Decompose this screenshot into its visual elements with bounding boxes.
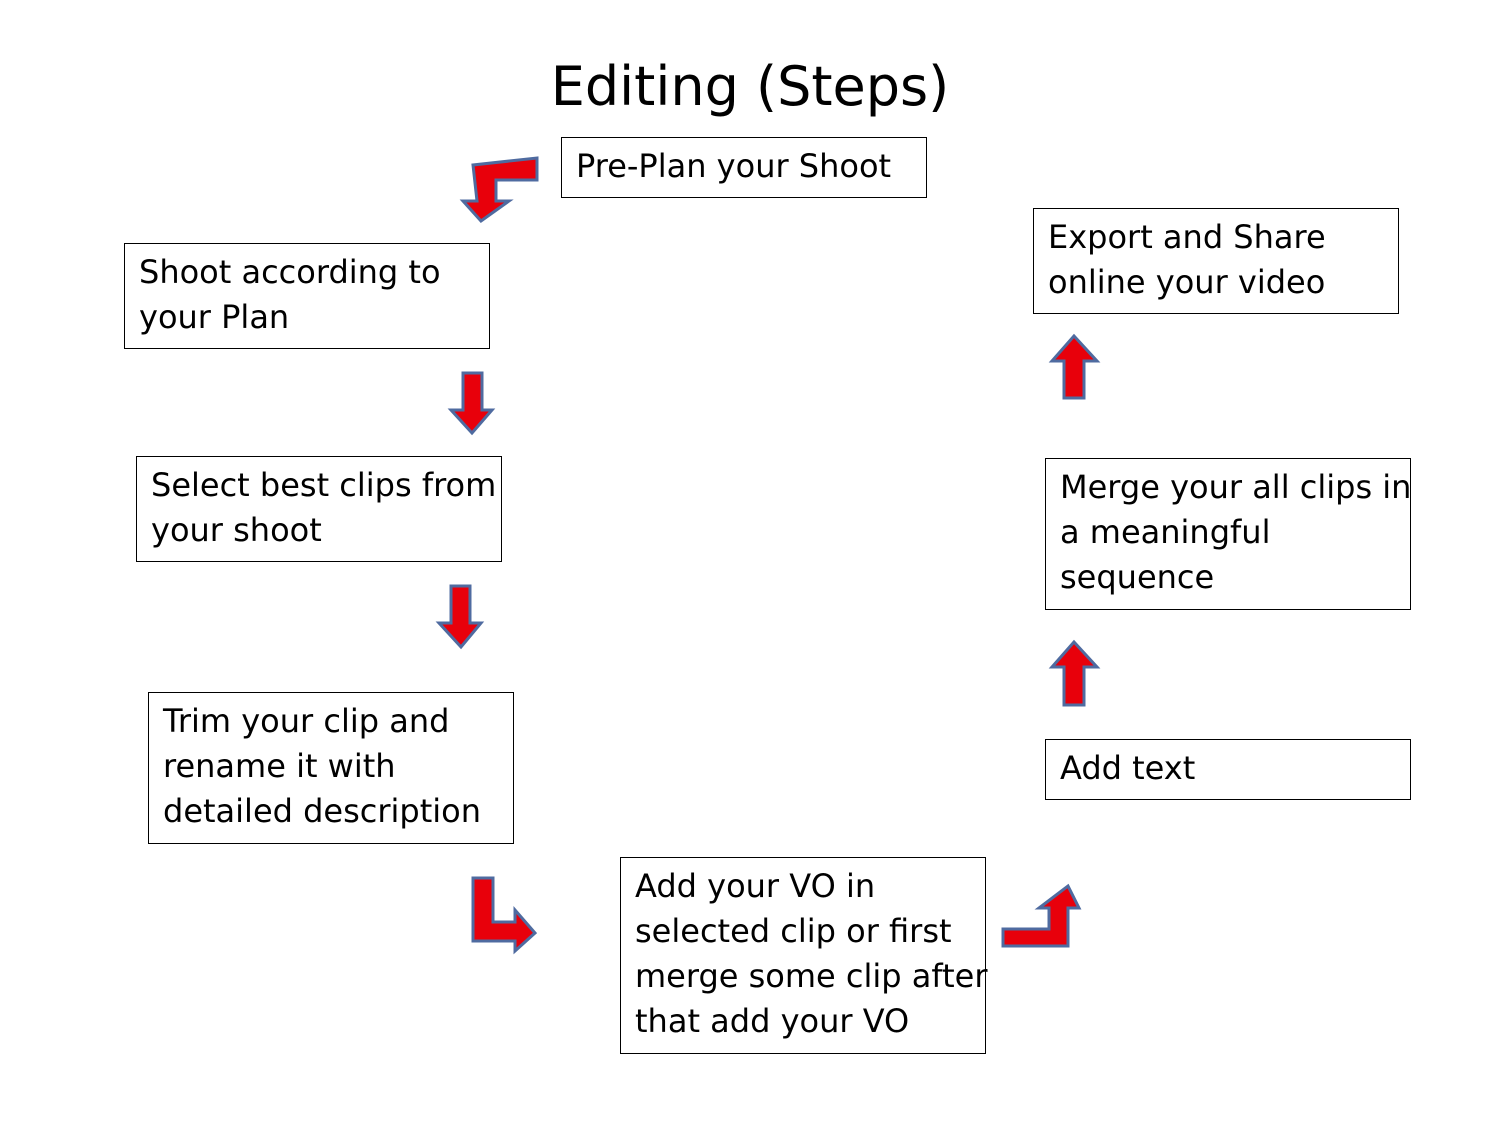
arrow-down-icon [447,371,496,436]
step-line: Add your VO in [635,867,876,905]
step-line: your Plan [139,298,290,336]
step-line: sequence [1060,558,1215,596]
step-line: that add your VO [635,1002,910,1040]
step-line: rename it with [163,747,396,785]
step-trim: Trim your clip and rename it with detail… [148,692,514,844]
step-line: Trim your clip and [163,702,450,740]
step-line: Select best clips from [151,466,497,504]
step-line: Pre-Plan your Shoot [576,147,892,185]
step-line: Add text [1060,749,1196,787]
arrow-down-icon [435,584,485,650]
step-line: your shoot [151,511,322,549]
arrow-up-icon [1048,333,1101,400]
step-line: merge some clip after [635,957,988,995]
step-add-text: Add text [1045,739,1411,800]
page-title: Editing (Steps) [550,55,950,118]
step-select: Select best clips from your shoot [136,456,502,562]
step-merge: Merge your all clips in a meaningful seq… [1045,458,1411,610]
arrow-bent-left-down-icon [459,156,539,223]
step-vo: Add your VO in selected clip or first me… [620,857,988,1054]
arrow-bent-right-up-icon [1001,883,1082,948]
step-line: detailed description [163,792,482,830]
arrow-bent-down-right-icon [471,876,538,955]
step-line: Merge your all clips in [1060,468,1412,506]
step-line: selected clip or first [635,912,952,950]
step-line: online your video [1048,263,1326,301]
step-shoot: Shoot according to your Plan [124,243,490,349]
step-export: Export and Share online your video [1033,208,1399,314]
step-line: Shoot according to [139,253,441,291]
arrow-up-icon [1048,639,1101,707]
step-preplan: Pre-Plan your Shoot [561,137,927,198]
step-line: Export and Share [1048,218,1326,256]
step-line: a meaningful [1060,513,1271,551]
